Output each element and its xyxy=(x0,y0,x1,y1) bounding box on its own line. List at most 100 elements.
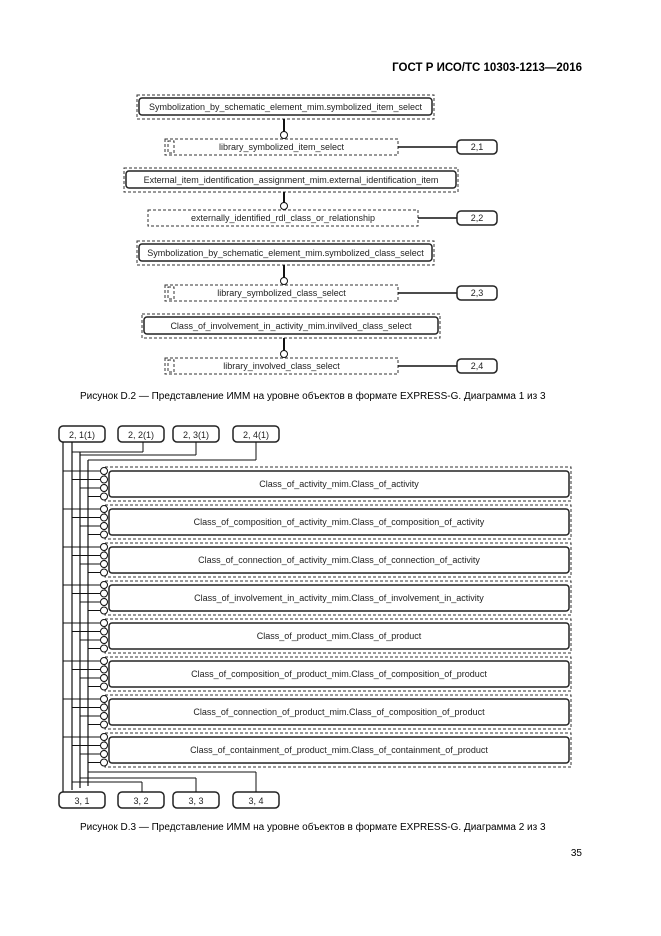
connector-circle xyxy=(280,277,288,285)
entity-outer xyxy=(104,542,572,578)
entity-outer xyxy=(104,466,572,502)
entity-group: Class_of_composition_of_product_mim.Clas… xyxy=(63,656,572,692)
parent-select-box xyxy=(138,97,433,116)
parent-select-outer xyxy=(136,94,435,120)
entity-group: Class_of_containment_of_product_mim.Clas… xyxy=(63,732,572,768)
entity-label: Class_of_composition_of_activity_mim.Cla… xyxy=(194,517,485,527)
inheritance-circle xyxy=(100,682,108,691)
entity-outer xyxy=(104,732,572,768)
parent-select-outer xyxy=(123,167,459,193)
entity-box xyxy=(108,622,570,650)
entity-outer xyxy=(104,580,572,616)
entity-label: Class_of_product_mim.Class_of_product xyxy=(257,631,422,641)
page-reference-box xyxy=(456,285,498,301)
entity-group: Class_of_involvement_in_activity_mim.Cla… xyxy=(63,580,572,616)
inheritance-circle xyxy=(100,551,108,560)
entity-outer xyxy=(104,656,572,692)
child-select-label: library_symbolized_class_select xyxy=(217,288,346,298)
inheritance-circle xyxy=(100,644,108,653)
inheritance-circle xyxy=(100,758,108,767)
inheritance-circle xyxy=(100,720,108,729)
page-reference-label: 2,1 xyxy=(471,142,484,152)
inheritance-circle xyxy=(100,568,108,577)
inheritance-circle xyxy=(100,543,108,551)
inheritance-circle xyxy=(100,598,108,606)
inheritance-circle xyxy=(100,513,108,522)
inheritance-circle xyxy=(100,636,108,644)
child-select-label: externally_identified_rdl_class_or_relat… xyxy=(191,213,375,223)
entity-outer xyxy=(104,504,572,540)
entity-group: Class_of_composition_of_activity_mim.Cla… xyxy=(63,504,572,540)
entity-outer xyxy=(104,618,572,654)
entity-label: Class_of_composition_of_product_mim.Clas… xyxy=(191,669,487,679)
figure-d3-caption: Рисунок D.3 — Представление ИММ на уровн… xyxy=(80,822,546,833)
top-reference-box xyxy=(117,425,165,443)
entity-group: Class_of_product_mim.Class_of_product xyxy=(63,618,572,654)
inheritance-circle xyxy=(100,560,108,568)
bottom-reference-box xyxy=(58,791,106,809)
top-reference-label: 2, 4(1) xyxy=(243,430,269,440)
inheritance-circle xyxy=(100,695,108,703)
inheritance-circle xyxy=(100,657,108,665)
entity-group: Class_of_connection_of_product_mim.Class… xyxy=(63,694,572,730)
inheritance-circle xyxy=(100,522,108,530)
bottom-reference-label: 3, 2 xyxy=(133,796,148,806)
child-select-label: library_symbolized_item_select xyxy=(219,142,345,152)
page-reference-box xyxy=(456,139,498,155)
entity-label: Class_of_connection_of_activity_mim.Clas… xyxy=(198,555,480,565)
child-select-marker xyxy=(167,140,175,154)
page-reference-label: 2,4 xyxy=(471,361,484,371)
bottom-reference-box xyxy=(117,791,165,809)
top-reference-label: 2, 1(1) xyxy=(69,430,95,440)
entity-group: Class_of_activity_mim.Class_of_activity xyxy=(63,466,572,502)
entity-box xyxy=(108,546,570,574)
page-reference-box xyxy=(456,210,498,226)
parent-select-outer xyxy=(136,240,435,266)
entity-outer xyxy=(104,694,572,730)
parent-select-box xyxy=(138,243,433,262)
parent-select-outer xyxy=(141,313,441,339)
bottom-reference-label: 3, 4 xyxy=(248,796,263,806)
entity-label: Class_of_connection_of_product_mim.Class… xyxy=(193,707,485,717)
inheritance-circle xyxy=(100,530,108,539)
inheritance-circle xyxy=(100,627,108,636)
entity-box xyxy=(108,470,570,498)
top-reference-label: 2, 2(1) xyxy=(128,430,154,440)
inheritance-circle xyxy=(100,733,108,741)
entity-box xyxy=(108,584,570,612)
top-reference-box xyxy=(58,425,106,443)
parent-select-box xyxy=(125,170,457,189)
inheritance-circle xyxy=(100,475,108,484)
page-number: 35 xyxy=(570,848,582,859)
parent-select-label: Symbolization_by_schematic_element_mim.s… xyxy=(149,102,423,112)
select-group-2: External_item_identification_assignment_… xyxy=(123,167,498,227)
page-reference-label: 2,2 xyxy=(471,213,484,223)
parent-select-label: Symbolization_by_schematic_element_mim.s… xyxy=(147,248,424,258)
page-reference-label: 2,3 xyxy=(471,288,484,298)
inheritance-circle xyxy=(100,703,108,712)
entity-box xyxy=(108,660,570,688)
entity-label: Class_of_involvement_in_activity_mim.Cla… xyxy=(194,593,484,603)
inheritance-circle xyxy=(100,505,108,513)
document-header: ГОСТ Р ИСО/ТС 10303-1213—2016 xyxy=(392,62,582,74)
connector-circle xyxy=(280,350,288,358)
inheritance-circle xyxy=(100,492,108,501)
inheritance-circle xyxy=(100,589,108,598)
select-group-4: Class_of_involvement_in_activity_mim.inv… xyxy=(141,313,498,375)
top-reference-label: 2, 3(1) xyxy=(183,430,209,440)
child-select-label: library_involved_class_select xyxy=(223,361,340,371)
entity-group: Class_of_connection_of_activity_mim.Clas… xyxy=(63,542,572,578)
select-group-3: Symbolization_by_schematic_element_mim.s… xyxy=(136,240,498,302)
inheritance-circle xyxy=(100,665,108,674)
inheritance-circle xyxy=(100,581,108,589)
entity-box xyxy=(108,736,570,764)
bottom-reference-label: 3, 3 xyxy=(188,796,203,806)
connector-circle xyxy=(280,131,288,139)
inheritance-circle xyxy=(100,619,108,627)
child-select-marker xyxy=(167,359,175,373)
inheritance-circle xyxy=(100,484,108,492)
entity-label: Class_of_containment_of_product_mim.Clas… xyxy=(190,745,488,755)
page-reference-box xyxy=(456,358,498,374)
inheritance-circle xyxy=(100,750,108,758)
